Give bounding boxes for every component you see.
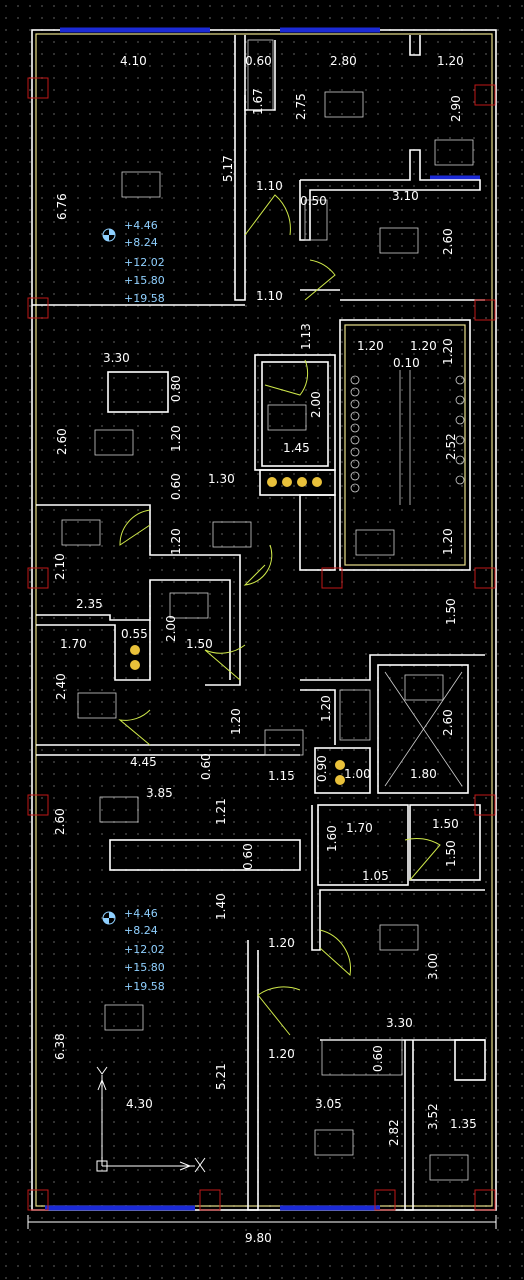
outer-walls <box>31 29 497 1211</box>
dim-label: 1.50 <box>186 637 213 651</box>
elevation-value: +19.58 <box>124 980 165 993</box>
dim-label: 0.80 <box>169 375 183 402</box>
dim-label: 4.30 <box>126 1097 153 1111</box>
interior-walls <box>32 35 486 1211</box>
dim-label: 1.20 <box>437 54 464 68</box>
dim-label: 2.00 <box>164 615 178 642</box>
dim-label: 1.20 <box>169 528 183 555</box>
dim-label: 3.30 <box>103 351 130 365</box>
dim-label: 4.45 <box>130 755 157 769</box>
dim-label: 1.00 <box>344 767 371 781</box>
dim-label: 3.85 <box>146 786 173 800</box>
dim-label: 1.20 <box>410 339 437 353</box>
dim-label: 1.45 <box>283 441 310 455</box>
overall-dimension-line <box>27 1215 497 1229</box>
dim-label: 2.35 <box>76 597 103 611</box>
dim-label: 1.80 <box>410 767 437 781</box>
dim-label: 5.21 <box>214 1063 228 1090</box>
dim-label: 2.10 <box>53 553 67 580</box>
ucs-axis-icon <box>96 1066 206 1173</box>
dim-label: 1.13 <box>299 323 313 350</box>
dim-label: 2.75 <box>294 93 308 120</box>
elevation-value: +15.80 <box>124 961 165 974</box>
stair-symbols <box>247 39 403 1076</box>
dim-label: 0.10 <box>393 356 420 370</box>
dim-label: 0.90 <box>315 755 329 782</box>
dim-label: 0.55 <box>121 627 148 641</box>
dim-label: 1.10 <box>256 179 283 193</box>
dim-label: 2.60 <box>441 228 455 255</box>
doors <box>118 194 441 1036</box>
dim-label: 3.30 <box>386 1016 413 1030</box>
dim-label: 3.52 <box>426 1103 440 1130</box>
dim-label: 1.10 <box>256 289 283 303</box>
dimension-labels: 4.10 0.60 2.80 1.20 1.67 2.75 2.90 6.76 … <box>53 54 477 1245</box>
dim-label: 1.50 <box>432 817 459 831</box>
dim-label: 3.10 <box>392 189 419 203</box>
elevation-value: +12.02 <box>124 943 165 956</box>
elevation-value: +4.46 <box>124 907 158 920</box>
dim-label: 1.20 <box>319 695 333 722</box>
elevation-value: +15.80 <box>124 274 165 287</box>
windows <box>45 27 480 1211</box>
dim-label: 1.60 <box>325 825 339 852</box>
dim-label: 9.80 <box>245 1231 272 1245</box>
dim-label: 1.70 <box>346 821 373 835</box>
dim-label: 1.20 <box>169 425 183 452</box>
dim-label: 1.20 <box>229 708 243 735</box>
dim-label: 2.60 <box>441 709 455 736</box>
dim-label: 2.60 <box>53 808 67 835</box>
dim-label: 2.52 <box>444 433 458 460</box>
dim-label: 1.50 <box>444 840 458 867</box>
dim-label: 1.40 <box>214 893 228 920</box>
elevation-value: +4.46 <box>124 219 158 232</box>
dim-label: 1.05 <box>362 869 389 883</box>
dim-label: 1.20 <box>357 339 384 353</box>
dim-label: 1.20 <box>268 936 295 950</box>
dim-label: 2.40 <box>54 673 68 700</box>
dim-label: 3.05 <box>315 1097 342 1111</box>
dim-label: 0.50 <box>300 194 327 208</box>
dim-label: 0.60 <box>169 473 183 500</box>
elevation-value: +8.24 <box>124 236 158 249</box>
dim-label: 0.60 <box>371 1045 385 1072</box>
dim-label: 1.15 <box>268 769 295 783</box>
elevation-value: +8.24 <box>124 924 158 937</box>
dim-label: 2.82 <box>387 1119 401 1146</box>
columns <box>27 77 496 1211</box>
dim-label: 2.80 <box>330 54 357 68</box>
dim-label: 6.76 <box>55 193 69 220</box>
dim-label: 1.21 <box>214 798 228 825</box>
dim-label: 1.20 <box>441 338 455 365</box>
dim-label: 3.00 <box>426 953 440 980</box>
elevation-list-upper: +4.46 +8.24 +12.02 +15.80 +19.58 <box>124 219 165 305</box>
dim-label: 1.20 <box>441 528 455 555</box>
fixtures <box>61 91 474 1181</box>
dim-label: 1.50 <box>444 598 458 625</box>
elevation-marker-icons <box>102 228 116 925</box>
meter-boxes <box>130 477 345 785</box>
stair-treads <box>350 375 465 493</box>
elevation-value: +19.58 <box>124 292 165 305</box>
dim-label: 0.60 <box>241 843 255 870</box>
dim-label: 2.60 <box>55 428 69 455</box>
dim-label: 4.10 <box>120 54 147 68</box>
dim-label: 1.70 <box>60 637 87 651</box>
elevation-value: +12.02 <box>124 256 165 269</box>
dim-label: 2.00 <box>309 391 323 418</box>
dim-label: 1.20 <box>268 1047 295 1061</box>
dim-label: 6.38 <box>53 1033 67 1060</box>
dim-label: 1.35 <box>450 1117 477 1131</box>
dim-label: 0.60 <box>245 54 272 68</box>
elevation-list-lower: +4.46 +8.24 +12.02 +15.80 +19.58 <box>124 907 165 993</box>
dim-label: 1.67 <box>251 88 265 115</box>
dim-label: 0.60 <box>199 753 213 780</box>
dim-label: 5.17 <box>221 155 235 182</box>
dim-label: 2.90 <box>449 95 463 122</box>
dim-label: 1.30 <box>208 472 235 486</box>
